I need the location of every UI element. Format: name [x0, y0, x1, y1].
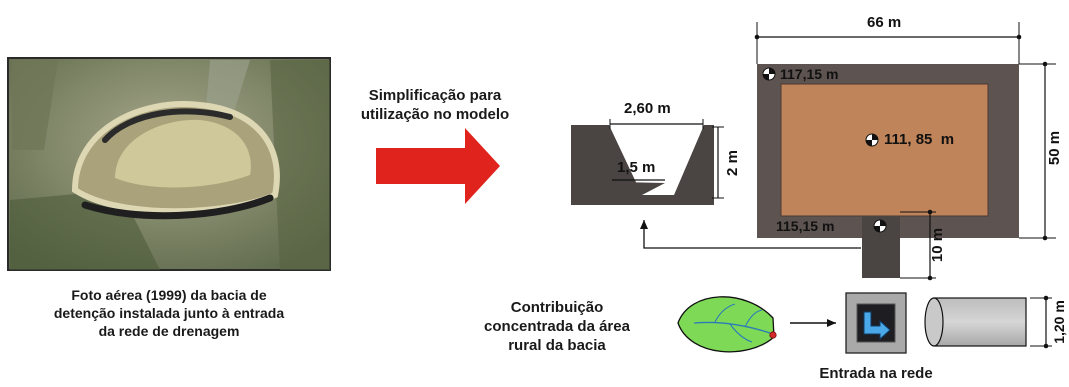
simplification-label-line: utilização no modelo [360, 106, 510, 123]
basin-plan [754, 22, 1056, 281]
photo-caption-line: da rede de drenagem [98, 323, 240, 339]
simplification-label: Simplificação para utilização no modelo [340, 86, 530, 124]
contribution-label-line: Contribuição [510, 299, 604, 316]
contribution-label-line: rural da bacia [508, 337, 606, 354]
contribution-label-line: concentrada da área [484, 318, 630, 335]
catchment-leaf-icon [677, 296, 777, 353]
network-inlet-label: Entrada na rede [819, 365, 933, 382]
channel-depth: 2 m [724, 150, 741, 176]
channel-cross-section [571, 119, 724, 205]
crest-level-marker [762, 67, 776, 81]
bottom-level: 111, 85 m [884, 131, 955, 148]
aerial-photo [7, 57, 331, 271]
crest-level: 117,15 m [780, 66, 839, 82]
channel-bottom-width: 1,5 m [617, 159, 656, 176]
flow-to-channel-arrow [640, 220, 861, 249]
outlet-level: 115,15 m [776, 218, 835, 234]
contribution-label: Contribuição concentrada da área rural d… [452, 298, 662, 355]
basin-width: 66 m [867, 14, 902, 31]
drainage-pipe [924, 295, 1052, 349]
channel-top-width: 2,60 m [624, 100, 671, 117]
photo-caption-line: detenção instalada junto à entrada [53, 305, 285, 321]
basin-height: 50 m [1046, 130, 1063, 166]
outlet-height: 10 m [929, 227, 946, 263]
bottom-level-marker [865, 133, 879, 147]
network-inlet-icon [845, 292, 907, 354]
outlet-level-marker [873, 219, 887, 233]
simplification-arrow [376, 128, 500, 204]
photo-caption-line: Foto aérea (1999) da bacia de [71, 287, 267, 303]
simplification-label-line: Simplificação para [368, 87, 502, 104]
photo-caption: Foto aérea (1999) da bacia de detenção i… [4, 286, 334, 340]
pipe-diameter: 1,20 m [1051, 300, 1067, 344]
